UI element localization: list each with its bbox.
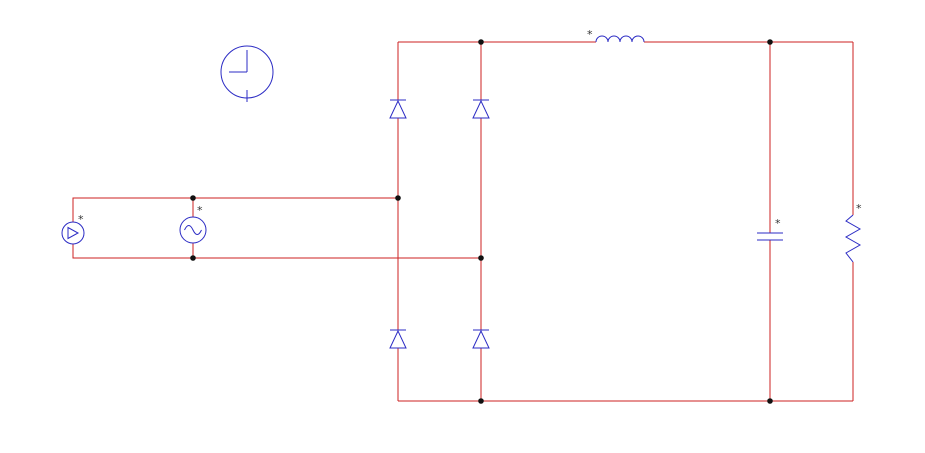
junction-dot <box>190 195 196 201</box>
resistor-zigzag <box>844 214 862 263</box>
resistor-label: * <box>856 202 862 215</box>
filter-capacitor[interactable] <box>757 232 783 241</box>
ac-voltage-source[interactable] <box>179 216 207 244</box>
junction-dot <box>478 255 484 261</box>
probe-label: * <box>78 213 84 226</box>
current-probe[interactable] <box>61 221 85 245</box>
sine-wave-icon <box>184 225 202 235</box>
diode-triangle <box>472 99 490 119</box>
junction-dot <box>395 195 401 201</box>
diode-top-right[interactable] <box>472 99 490 119</box>
junction-dot <box>767 39 773 45</box>
diode-bottom-right[interactable] <box>472 329 490 349</box>
junction-dot <box>190 255 196 261</box>
inductor-label: * <box>587 28 593 41</box>
diode-triangle <box>389 329 407 349</box>
filter-inductor[interactable] <box>595 35 645 43</box>
capacitor-label: * <box>775 217 781 230</box>
junction-dot <box>478 39 484 45</box>
probe-arrow <box>67 226 80 240</box>
diode-triangle <box>472 329 490 349</box>
simulation-clock[interactable] <box>220 45 274 102</box>
source-body <box>179 216 207 244</box>
source-label: * <box>197 204 203 217</box>
probe-body <box>61 221 85 245</box>
junction-dot <box>478 398 484 404</box>
diode-triangle <box>389 99 407 119</box>
diode-top-left[interactable] <box>389 99 407 119</box>
diode-bottom-left[interactable] <box>389 329 407 349</box>
junction-dot <box>767 398 773 404</box>
load-resistor[interactable] <box>844 214 862 263</box>
wire-ac-top[interactable] <box>72 197 398 222</box>
wire-ac-bottom[interactable] <box>72 244 481 259</box>
inductor-coil <box>595 35 645 43</box>
